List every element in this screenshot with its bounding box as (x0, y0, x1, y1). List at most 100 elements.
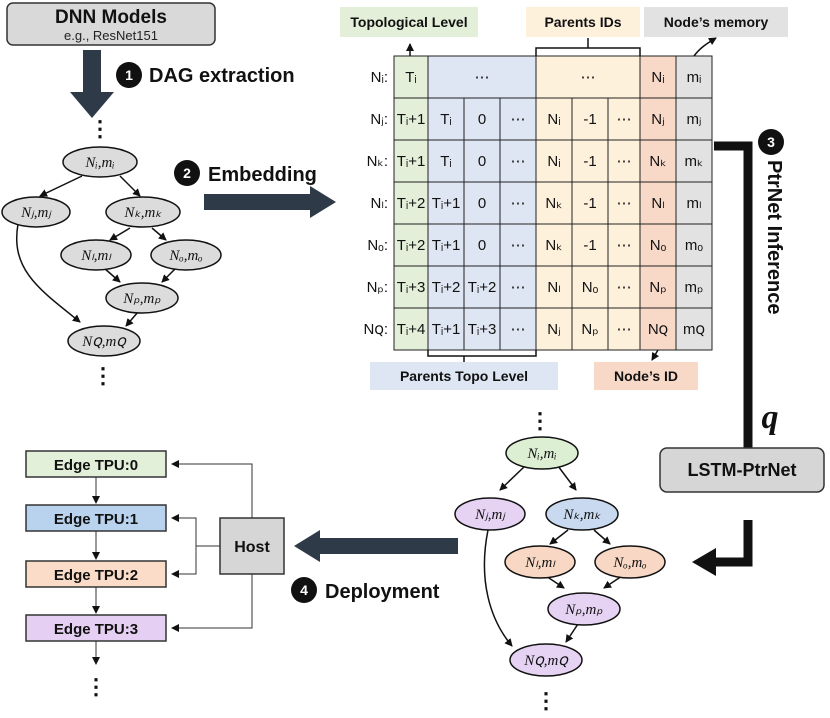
table-cell: mꞯ (683, 321, 705, 338)
partitioned-node-p: Nₚ,mₚ (564, 602, 603, 618)
table-cell: Nₖ (545, 237, 562, 254)
edge-tpu-stack: Edge TPU:0 Edge TPU:1 Edge TPU:2 Edge TP… (25, 450, 167, 699)
source-node-j: Nⱼ,mⱼ (20, 205, 52, 221)
partitioned-dag: ⋮ Nᵢ,mᵢ Nⱼ,mⱼ Nₖ,mₖ Nₗ,mₗ Nₒ,mₒ Nₚ,mₚ Nꞯ… (454, 408, 666, 713)
table-header-parents-topo-level: Parents Topo Level (370, 350, 558, 390)
table-cell: Tᵢ+1 (432, 321, 461, 338)
dnn-models-subtitle: e.g., ResNet151 (64, 28, 158, 43)
edge-tpu-2-label: Edge TPU:2 (54, 567, 138, 584)
svg-text:Topological Level: Topological Level (350, 14, 467, 30)
step-4: 4 Deployment (291, 530, 458, 603)
table-cell: ⋯ (617, 321, 632, 338)
table-cell: Tᵢ+1 (397, 111, 426, 128)
table-cell: Tᵢ (405, 69, 417, 86)
dnn-models-title: DNN Models (55, 7, 167, 28)
partitioned-node-l: Nₗ,mₗ (524, 555, 556, 571)
edge-tpu-ellipsis: ⋮ (85, 674, 107, 699)
step-1-label: DAG extraction (149, 65, 295, 87)
dnn-models-box: DNN Models e.g., ResNet151 (6, 2, 216, 46)
dag-extraction-arrow (70, 50, 114, 118)
table-cell: mₚ (685, 279, 704, 296)
svg-text:Parents Topo Level: Parents Topo Level (400, 368, 528, 384)
partitioned-dag-ellipsis-bottom: ⋮ (535, 688, 557, 713)
source-node-q: Nꞯ,mꞯ (81, 334, 127, 350)
source-node-l: Nₗ,mₗ (80, 248, 112, 264)
table-cell: -1 (583, 153, 596, 170)
table-cell: ⋯ (581, 69, 596, 86)
table-cell: Tᵢ+3 (468, 321, 497, 338)
partitioned-node-k: Nₖ,mₖ (562, 507, 601, 523)
table-cell: ⋯ (511, 111, 526, 128)
step-3-label: PtrNet Inference (763, 160, 785, 315)
partitioned-dag-ellipsis-top: ⋮ (529, 408, 551, 433)
table-cell: ⋯ (511, 279, 526, 296)
table-cell: 0 (478, 237, 486, 254)
table-cell: Nᵢ (651, 69, 664, 86)
partitioned-node-i: Nᵢ,mᵢ (526, 446, 556, 462)
table-cell: Nₚ (649, 279, 666, 296)
edge-tpu-0-label: Edge TPU:0 (54, 457, 138, 474)
table-row-label: Nₒ: (367, 237, 388, 254)
step-3: 3 PtrNet Inference q (692, 129, 785, 576)
table-cell: Nₗ (651, 195, 664, 212)
host-label: Host (234, 539, 270, 556)
source-dag: ⋮ Nᵢ,mᵢ Nⱼ,mⱼ Nₖ,mₖ Nₗ,mₗ Nₒ,mₒ Nₚ,mₚ Nꞯ… (1, 116, 222, 388)
table-cell: -1 (583, 195, 596, 212)
step-4-label: Deployment (325, 581, 440, 603)
edge-tpu-3-box (25, 614, 167, 642)
step-4-badge (291, 577, 317, 603)
table-cell: ⋯ (617, 153, 632, 170)
table-cell: Tᵢ+2 (432, 279, 461, 296)
source-node-i: Nᵢ,mᵢ (84, 155, 114, 171)
table-cell: ⋯ (617, 195, 632, 212)
step-1: 1 DAG extraction (116, 62, 295, 88)
table-cell: Tᵢ+2 (397, 237, 426, 254)
source-dag-ellipsis-bottom: ⋮ (92, 363, 114, 388)
table-header-topological-level: Topological Level (340, 7, 478, 56)
step-3-number: 3 (767, 134, 775, 150)
table-cell: Nₚ (581, 321, 598, 338)
partitioned-node-j: Nⱼ,mⱼ (474, 507, 506, 523)
host-connections (171, 460, 253, 632)
source-node-k: Nₖ,mₖ (123, 205, 162, 221)
table-cell: Nᵢ (547, 153, 560, 170)
edge-tpu-1-label: Edge TPU:1 (54, 511, 138, 528)
table-cell: ⋯ (511, 237, 526, 254)
table-cell: Nⱼ (651, 111, 664, 128)
step-2: 2 Embedding (174, 160, 336, 218)
lstm-ptrnet-box: LSTM-PtrNet (659, 447, 825, 493)
source-node-o: Nₒ,mₒ (168, 248, 202, 264)
table-cell: mᵢ (687, 69, 702, 86)
step-2-badge (174, 160, 200, 186)
partitioned-node-o: Nₒ,mₒ (612, 555, 646, 571)
table-cell: 0 (478, 153, 486, 170)
table-cell: ⋯ (617, 279, 632, 296)
table-cell: Nₒ (582, 279, 599, 296)
table-cell: Nᵢ (547, 111, 560, 128)
source-dag-ellipsis-top: ⋮ (89, 116, 111, 141)
table-row-label: Nₖ: (367, 153, 388, 170)
svg-text:Node’s ID: Node’s ID (614, 368, 678, 384)
table-cell: Nₖ (649, 153, 666, 170)
table-row-label: Nꞯ: (364, 321, 388, 338)
table-header-parents-ids: Parents IDs (526, 7, 641, 56)
table-cell: 0 (478, 195, 486, 212)
table-cell: ⋯ (511, 195, 526, 212)
svg-text:Parents IDs: Parents IDs (544, 14, 621, 30)
svg-text:Node’s memory: Node’s memory (664, 14, 769, 30)
edge-tpu-0-box (25, 450, 167, 478)
table-cell: mₒ (685, 237, 703, 254)
table-cell: Tᵢ+4 (397, 321, 426, 338)
table-cell: mₖ (685, 153, 704, 170)
step-1-number: 1 (125, 67, 133, 83)
table-cell: 0 (478, 111, 486, 128)
partitioned-node-q: Nꞯ,mꞯ (523, 653, 569, 669)
table-cell: Tᵢ+1 (432, 237, 461, 254)
table-row-label: Nⱼ: (370, 111, 388, 128)
host-box: Host (219, 517, 285, 575)
step-2-label: Embedding (208, 164, 317, 186)
table-cell: Tᵢ (440, 111, 452, 128)
step-3-badge (758, 129, 784, 155)
